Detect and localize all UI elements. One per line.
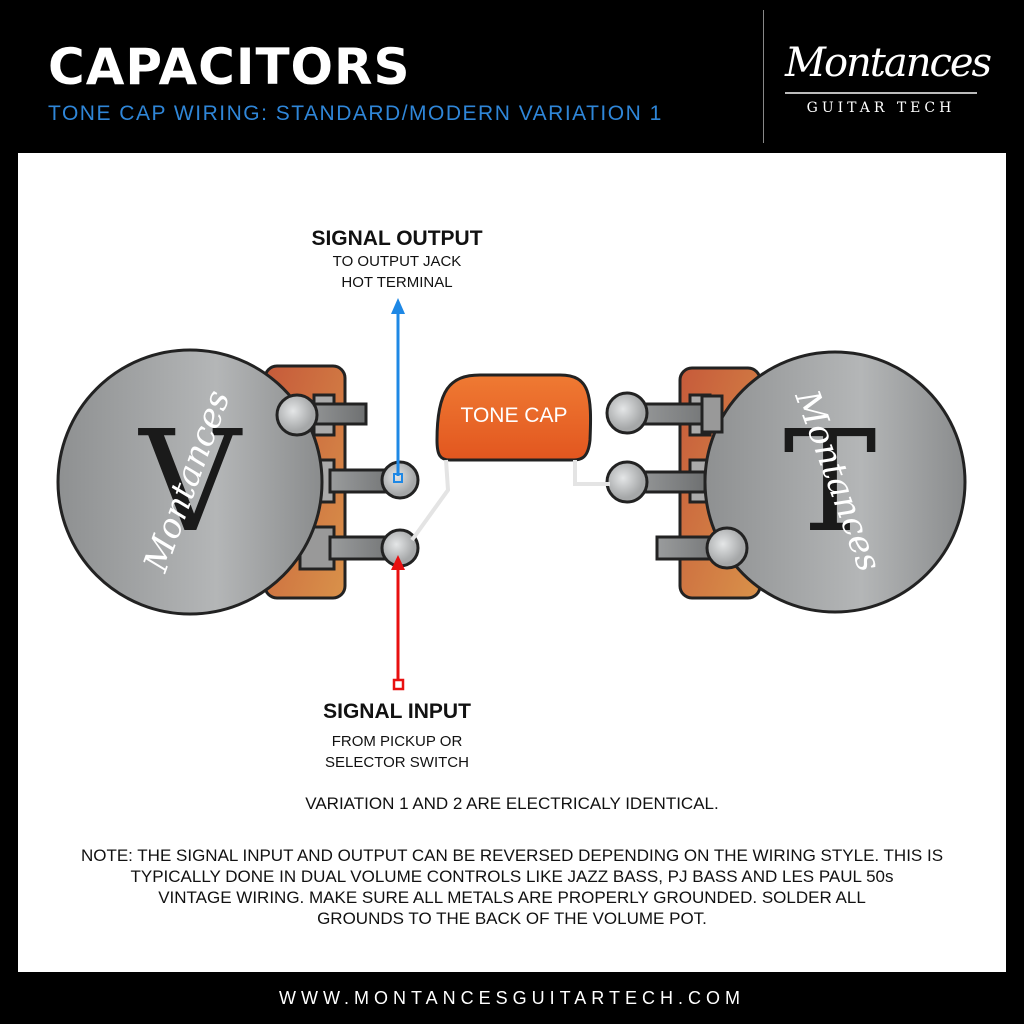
tone-pot-letter: T [783, 401, 876, 564]
note-line: VINTAGE WIRING. MAKE SURE ALL METALS ARE… [158, 888, 866, 907]
signal-output-label: SIGNAL OUTPUT TO OUTPUT JACK HOT TERMINA… [311, 227, 482, 293]
note-line: TYPICALLY DONE IN DUAL VOLUME CONTROLS L… [130, 867, 894, 886]
volume-lug-output [380, 460, 420, 500]
tone-cap-label: TONE CAP [461, 404, 568, 427]
arrow-up-icon [391, 298, 405, 314]
logo-script: Montances [785, 40, 992, 86]
arrow-up-icon [391, 555, 405, 570]
volume-pot [56, 348, 324, 616]
signal-input-line1: FROM PICKUP OR [331, 733, 463, 750]
tone-lug-1 [605, 391, 649, 435]
tone-lug-2 [605, 460, 649, 504]
wiring-note: NOTE: THE SIGNAL INPUT AND OUTPUT CAN BE… [18, 845, 1006, 929]
brand-logo: Montances GUITAR TECH [785, 40, 992, 116]
tone-cap-body [435, 373, 593, 462]
signal-output-title: SIGNAL OUTPUT [311, 227, 483, 250]
volume-lug-ground [275, 393, 319, 437]
signal-input-title: SIGNAL INPUT [323, 700, 471, 723]
page-title: CAPACITORS [48, 38, 411, 96]
variation-note: VARIATION 1 AND 2 ARE ELECTRICALY IDENTI… [305, 794, 719, 813]
footer-website-link[interactable]: WWW.MONTANCESGUITARTECH.COM [279, 988, 745, 1008]
signal-output-line1: TO OUTPUT JACK [332, 253, 462, 270]
signal-output-line2: HOT TERMINAL [341, 274, 453, 291]
cap-leads [410, 459, 610, 542]
signal-input-line2: SELECTOR SWITCH [325, 754, 469, 771]
page-subtitle: TONE CAP WIRING: STANDARD/MODERN VARIATI… [48, 102, 663, 125]
volume-pot-letter: V [137, 401, 243, 564]
header-divider [763, 10, 764, 143]
signal-input-label: SIGNAL INPUT FROM PICKUP OR SELECTOR SWI… [323, 700, 471, 773]
tone-lug-3 [705, 526, 749, 570]
note-line: GROUNDS TO THE BACK OF THE VOLUME POT. [317, 909, 707, 928]
note-line: NOTE: THE SIGNAL INPUT AND OUTPUT CAN BE… [80, 846, 944, 865]
logo-subtitle: GUITAR TECH [806, 100, 956, 116]
logo-rule [785, 92, 977, 94]
